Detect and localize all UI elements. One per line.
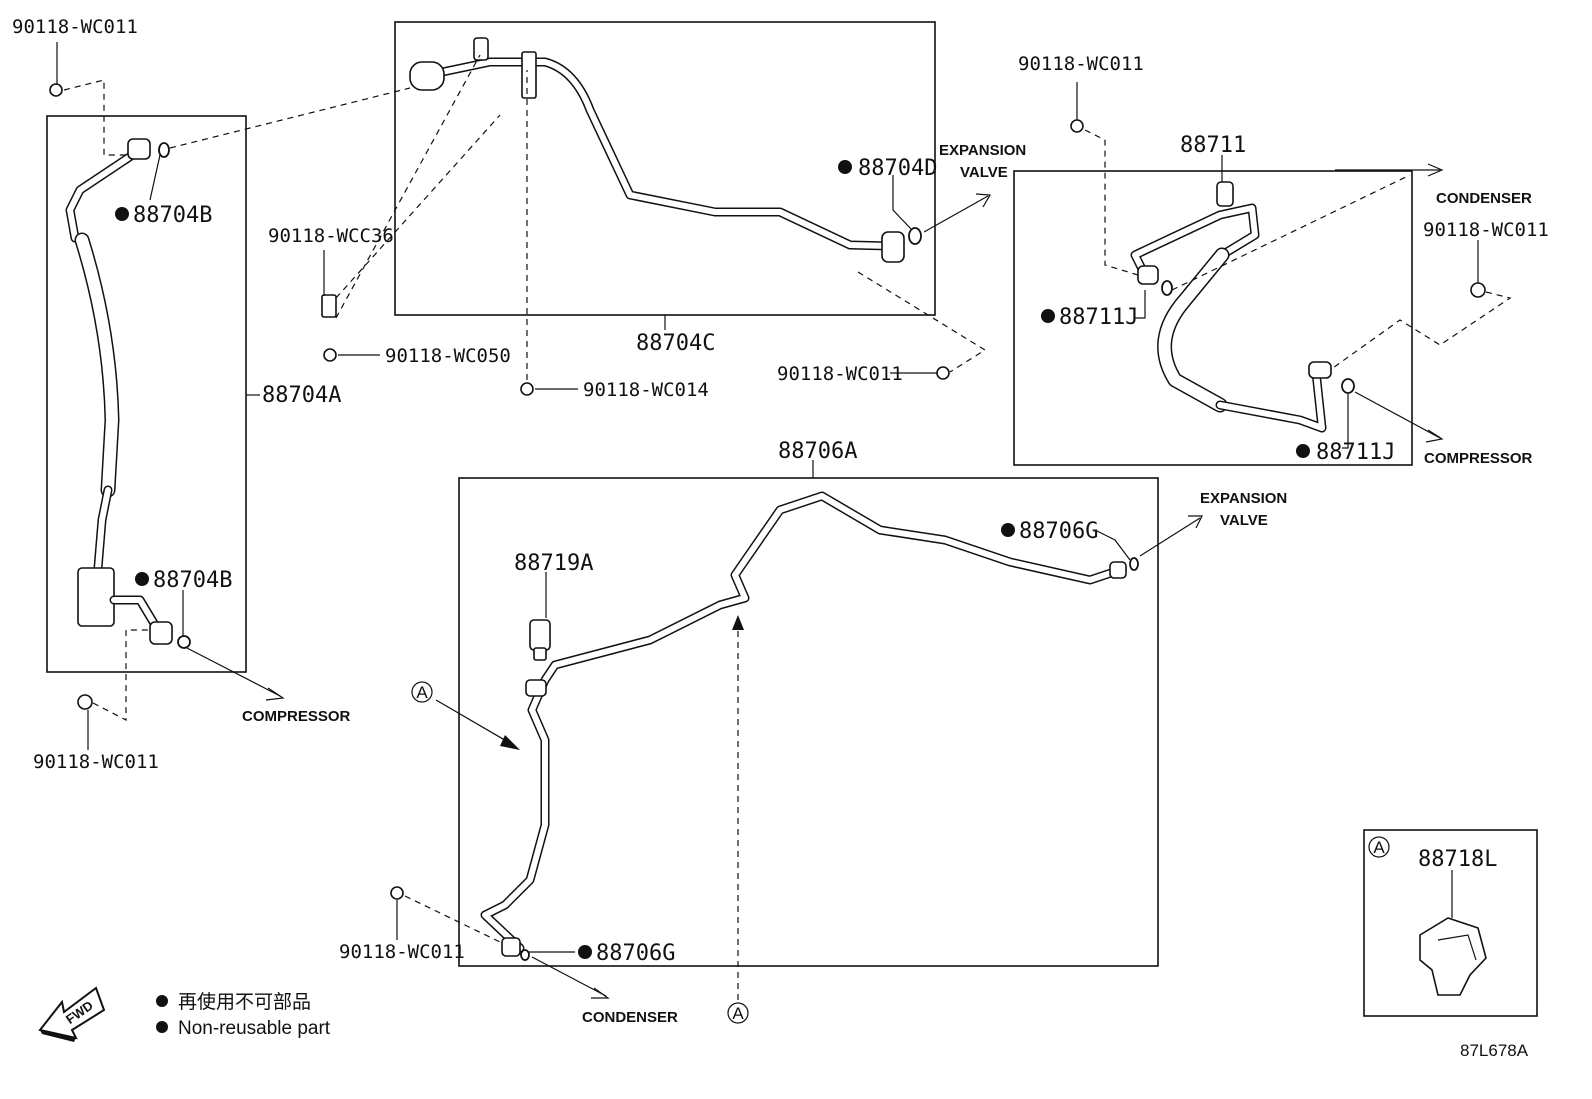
oring-88704D [908,227,922,245]
oring-88711J-right [1341,378,1355,394]
label-88706A: 88706A [778,439,857,464]
dest-compressor-2: COMPRESSOR [1424,450,1533,467]
callout-a-1: A [416,683,428,702]
dest-compressor-1: COMPRESSOR [242,708,351,725]
label-88704A: 88704A [262,383,341,408]
oring-88711J-left [1161,280,1173,296]
dest-expansion-valve-2b: VALVE [1220,512,1268,529]
label-88704C: 88704C [636,331,715,356]
oring-88704B-top [158,142,170,158]
label-88704B-bot: 88704B [153,568,232,593]
bolts [49,83,1486,900]
pipe-88706A [480,491,1127,957]
label-88711J-left: 88711J [1059,305,1138,330]
label-bolt-wc011-top-right: 90118-WC011 [1018,53,1144,75]
dest-expansion-valve-1a: EXPANSION [939,142,1026,159]
pipe-88704C [409,37,905,263]
label-88711J-right: 88711J [1316,440,1395,465]
label-bolt-wc011-bottom-left: 90118-WC011 [33,751,159,773]
clamp-88718L [1419,917,1487,996]
oring-88706G-bot [520,949,530,961]
oring-88704B-bot [177,635,191,649]
dest-expansion-valve-2a: EXPANSION [1200,490,1287,507]
label-88706G-bot: 88706G [596,941,675,966]
clip-88719A [529,619,551,651]
legend-jp: 再使用不可部品 [178,991,311,1013]
label-88704D: 88704D [858,156,937,181]
destination-arrows [184,163,1444,999]
dest-condenser-1: CONDENSER [1436,190,1532,207]
leader-lines [56,42,1479,953]
label-88704B-top: 88704B [133,203,212,228]
label-bolt-wc050: 90118-WC050 [385,345,511,367]
dest-condenser-2: CONDENSER [582,1009,678,1026]
hose-88704A [65,138,173,645]
non-reusable-dots [115,160,1310,1033]
box-88711 [1013,170,1413,466]
label-88718L: 88718L [1418,847,1497,872]
box-detail-a [1363,829,1538,1017]
label-bolt-wc011-lower: 90118-WC011 [339,941,465,963]
label-bolt-wcc36: 90118-WCC36 [268,225,394,247]
label-bolt-wc011-top-left: 90118-WC011 [12,16,138,38]
label-bolt-wc014: 90118-WC014 [583,379,709,401]
callout-a-3: A [1373,838,1385,857]
label-bolt-wc011-right: 90118-WC011 [1423,219,1549,241]
box-88704A [46,115,247,673]
dest-expansion-valve-1b: VALVE [960,164,1008,181]
callout-a-2: A [732,1004,744,1023]
fwd-arrow-icon [38,986,106,1042]
diagram-code: 87L678A [1460,1041,1529,1060]
label-88706G-top: 88706G [1019,519,1098,544]
legend-en: Non-reusable part [178,1018,331,1039]
guide-lines [63,54,1512,1000]
box-88706A [458,477,1159,967]
label-88711: 88711 [1180,133,1246,158]
label-88719A: 88719A [514,551,593,576]
oring-88706G-top [1129,557,1139,571]
hose-88711 [1130,181,1332,433]
label-bolt-wc011-middle: 90118-WC011 [777,363,903,385]
callout-a-markers [411,681,1390,1024]
